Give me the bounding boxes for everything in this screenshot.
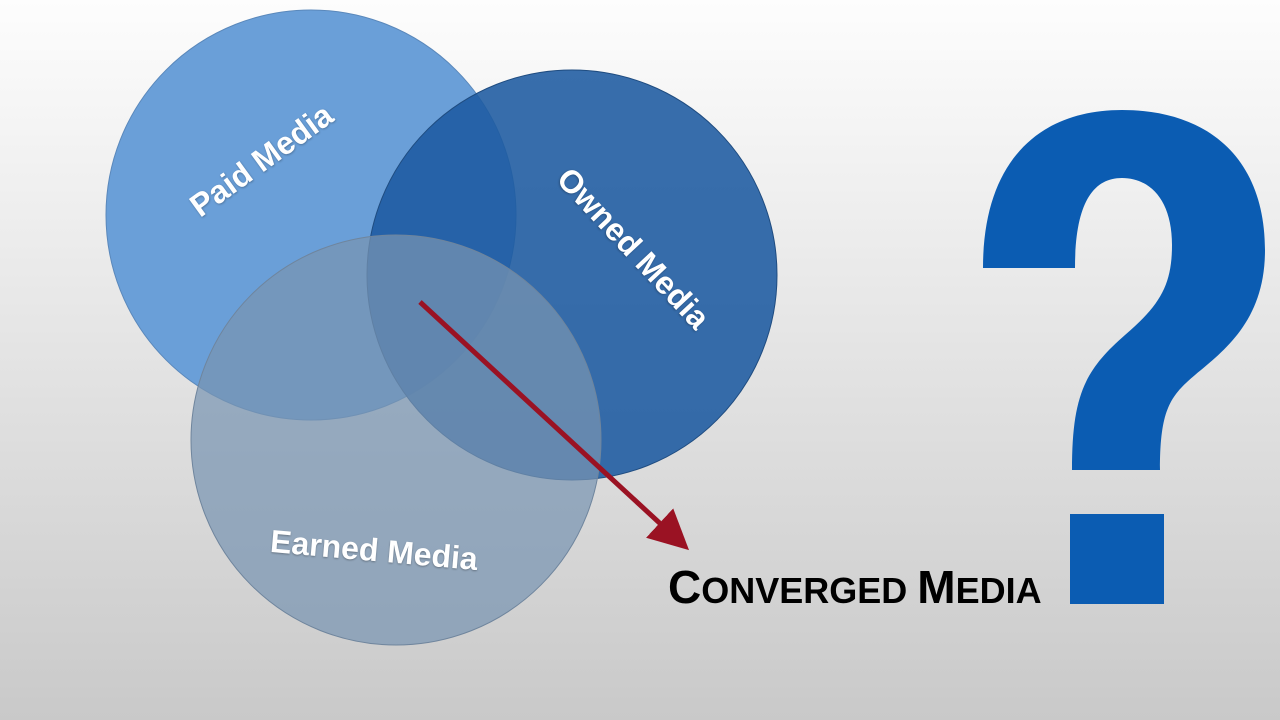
media-rest: EDIA xyxy=(955,570,1042,611)
question-mark-icon xyxy=(983,110,1265,470)
converged-initial: C xyxy=(668,561,702,613)
converged-rest: ONVERGED xyxy=(701,570,918,611)
media-initial: M xyxy=(917,561,956,613)
convergence-arrow xyxy=(418,300,690,551)
converged-media-label: CONVERGED MEDIA xyxy=(668,560,1042,614)
earned-media-circle xyxy=(190,234,602,646)
question-mark-dot xyxy=(1070,514,1164,604)
